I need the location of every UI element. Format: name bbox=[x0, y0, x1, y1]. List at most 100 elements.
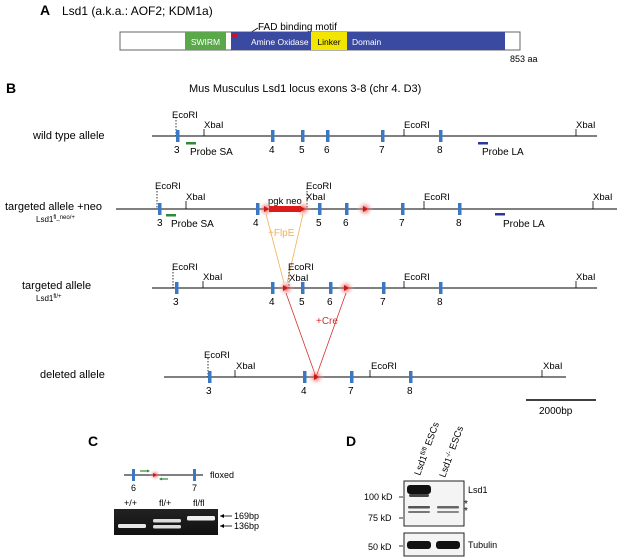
cre-line-right bbox=[315, 292, 347, 378]
band-136-label: 136bp bbox=[234, 521, 259, 531]
wt-exon-5 bbox=[301, 130, 305, 142]
neo-exon-4-label: 4 bbox=[253, 218, 259, 229]
primer-reverse-head bbox=[159, 477, 162, 481]
neo-xbai-2: XbaI bbox=[306, 192, 326, 203]
fl-exon-5-label: 5 bbox=[299, 297, 305, 308]
del-exon-7-label: 7 bbox=[348, 386, 354, 397]
floxed-exon-7-label: 7 bbox=[192, 483, 197, 493]
band-169-arrowhead bbox=[220, 514, 224, 518]
lane-2-header: Lsd1-/- ESCs bbox=[437, 424, 466, 479]
floxed-exon-6 bbox=[132, 469, 135, 481]
panel-b: B Mus Musculus Lsd1 locus exons 3-8 (chr… bbox=[5, 80, 617, 417]
wt-probe-la-mark bbox=[478, 142, 488, 145]
fl-site-arrow-1 bbox=[283, 285, 288, 291]
lsd1-flneo-genotype: fl_neo/+ bbox=[53, 215, 75, 221]
fl-exon-5 bbox=[301, 282, 305, 294]
wt-exon-8-label: 8 bbox=[437, 145, 443, 156]
fl-exon-4 bbox=[271, 282, 275, 294]
neo-exon-7-label: 7 bbox=[399, 218, 405, 229]
wt-ecori-2: EcoRI bbox=[404, 120, 430, 131]
gel-band-het-136 bbox=[153, 525, 181, 529]
del-exon-3-label: 3 bbox=[206, 386, 212, 397]
wt-exon-7 bbox=[381, 130, 385, 142]
allele-deleted: EcoRI XbaI EcoRI XbaI 3 4 7 8 bbox=[164, 350, 566, 397]
amine-oxidase-label: Amine Oxidase bbox=[251, 37, 309, 47]
blot-band-lsd1-flfl-tail bbox=[409, 494, 429, 497]
fl-xbai-2: XbaI bbox=[289, 273, 309, 284]
panel-c: C 6 7 floxed +/+ fl/+ fl/fl 169bp 136bp bbox=[88, 433, 259, 535]
protein-length-label: 853 aa bbox=[510, 54, 538, 64]
wt-exon-6-label: 6 bbox=[324, 145, 330, 156]
lane-1-header-group: Lsd1fl/fl ESCs bbox=[412, 420, 442, 477]
fl-exon-8 bbox=[439, 282, 443, 294]
fl-ecori-1: EcoRI bbox=[172, 262, 198, 273]
fl-exon-8-label: 8 bbox=[437, 297, 443, 308]
wt-exon-6 bbox=[326, 130, 330, 142]
fad-motif-mark bbox=[232, 33, 237, 38]
panel-c-letter: C bbox=[88, 433, 98, 449]
cre-line-left bbox=[285, 292, 317, 378]
pgk-neo-cassette bbox=[269, 206, 301, 212]
blot-band-tubulin-flfl bbox=[407, 541, 431, 549]
marker-100kd: 100 kD bbox=[364, 492, 393, 502]
primer-forward-head bbox=[147, 469, 150, 473]
scale-bar-label: 2000bp bbox=[539, 406, 573, 417]
neo-xbai-1: XbaI bbox=[186, 192, 206, 203]
lsd1-flneo-name: Lsd1 bbox=[36, 215, 54, 224]
neo-ecori-2: EcoRI bbox=[306, 181, 332, 192]
wt-exon-3 bbox=[176, 130, 180, 142]
del-xbai-1: XbaI bbox=[236, 361, 256, 372]
pgk-neo-label: pgk neo bbox=[268, 196, 302, 207]
fl-exon-6 bbox=[329, 282, 333, 294]
neo-ecori-1: EcoRI bbox=[155, 181, 181, 192]
lsd1-fl-genotype: fl/+ bbox=[53, 294, 62, 300]
label-lsd1-flneo: Lsd1fl_neo/+ bbox=[36, 215, 75, 224]
lane-1-header: Lsd1fl/fl ESCs bbox=[412, 420, 442, 477]
fl-xbai-1: XbaI bbox=[203, 272, 223, 283]
swirm-domain bbox=[185, 32, 226, 50]
fad-motif-label: FAD binding motif bbox=[258, 22, 337, 33]
floxed-exon-6-label: 6 bbox=[131, 483, 136, 493]
neo-probe-la-label: Probe LA bbox=[503, 219, 545, 230]
panel-b-letter: B bbox=[6, 80, 16, 96]
blot-band-nonspecific-1-flfl bbox=[408, 506, 430, 509]
label-lsd1-fl: Lsd1fl/+ bbox=[36, 294, 62, 303]
wt-exon-7-label: 7 bbox=[379, 145, 385, 156]
blot-band-tubulin-ko bbox=[436, 541, 460, 549]
panel-b-title: Mus Musculus Lsd1 locus exons 3-8 (chr 4… bbox=[189, 83, 421, 95]
gel-band-hom-169 bbox=[187, 516, 215, 521]
linker-label: Linker bbox=[317, 37, 340, 47]
del-exon-7 bbox=[350, 371, 354, 383]
panel-d-letter: D bbox=[346, 433, 356, 449]
fl-exon-3-label: 3 bbox=[173, 297, 179, 308]
wt-xbai-2: XbaI bbox=[576, 120, 596, 131]
neo-probe-sa-mark bbox=[166, 214, 176, 217]
neo-exon-3 bbox=[158, 203, 162, 215]
wt-probe-la-label: Probe LA bbox=[482, 147, 524, 158]
allele-targeted-neo: EcoRI XbaI pgk neo EcoRI XbaI EcoRI XbaI bbox=[116, 181, 617, 230]
swirm-label: SWIRM bbox=[191, 37, 220, 47]
label-deleted-allele: deleted allele bbox=[40, 369, 105, 381]
lane-2-genotype: -/- bbox=[444, 450, 453, 458]
neo-exon-7 bbox=[401, 203, 405, 215]
lsd1-fl-name: Lsd1 bbox=[36, 294, 54, 303]
cre-label: +Cre bbox=[316, 316, 338, 327]
fl-exon-7-label: 7 bbox=[380, 297, 386, 308]
wt-exon-4-label: 4 bbox=[269, 145, 275, 156]
panel-a: A Lsd1 (a.k.a.: AOF2; KDM1a) FAD binding… bbox=[40, 2, 538, 64]
blot-band-nonspecific-2-flfl bbox=[408, 511, 430, 513]
lane-1-gene: Lsd1 bbox=[412, 454, 429, 477]
del-exon-8 bbox=[409, 371, 413, 383]
blot-label-lsd1: Lsd1 bbox=[468, 485, 488, 495]
marker-75kd: 75 kD bbox=[368, 513, 392, 523]
del-exon-4-label: 4 bbox=[301, 386, 307, 397]
blot-band-nonspecific-2-ko bbox=[437, 511, 459, 513]
band-136-arrowhead bbox=[220, 524, 224, 528]
flpe-line-right bbox=[286, 213, 304, 284]
neo-site-arrow-1 bbox=[264, 206, 269, 212]
gel-band-het-169 bbox=[153, 519, 181, 523]
del-site-arrow bbox=[314, 374, 319, 380]
wt-ecori-1: EcoRI bbox=[172, 110, 198, 121]
fl-ecori-3: EcoRI bbox=[404, 272, 430, 283]
